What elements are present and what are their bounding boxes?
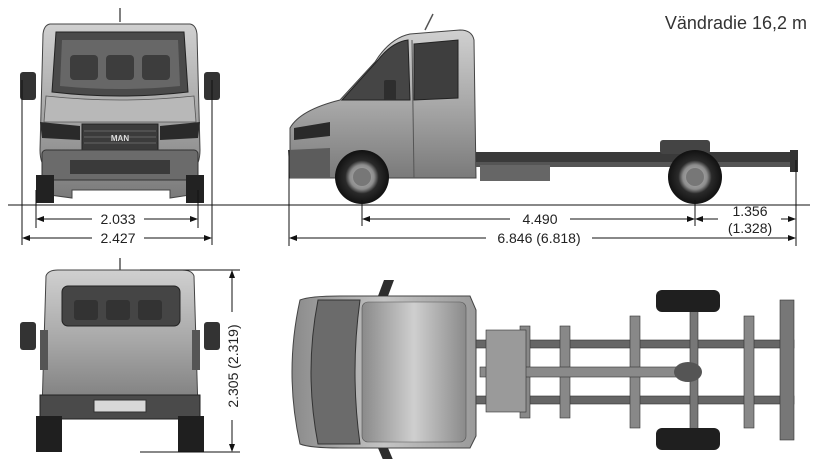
length-dimensions bbox=[288, 150, 797, 246]
front-view: MAN bbox=[20, 8, 220, 203]
rear-overhang-alt-label: (1.328) bbox=[728, 220, 772, 236]
grille-logo: MAN bbox=[111, 134, 129, 143]
front-width-dimensions bbox=[21, 80, 213, 245]
height-label: 2.305 (2.319) bbox=[225, 324, 241, 407]
overall-width-label: 2.427 bbox=[100, 230, 135, 246]
height-dimension bbox=[140, 269, 240, 453]
track-width-label: 2.033 bbox=[100, 211, 135, 227]
rear-view bbox=[20, 258, 220, 452]
rear-overhang-label: 1.356 bbox=[732, 203, 767, 219]
top-view bbox=[291, 280, 795, 459]
overall-length-label: 6.846 (6.818) bbox=[497, 230, 580, 246]
wheelbase-label: 4.490 bbox=[522, 211, 557, 227]
side-view bbox=[288, 13, 798, 204]
turning-radius-label: Vändradie 16,2 m bbox=[664, 13, 807, 33]
